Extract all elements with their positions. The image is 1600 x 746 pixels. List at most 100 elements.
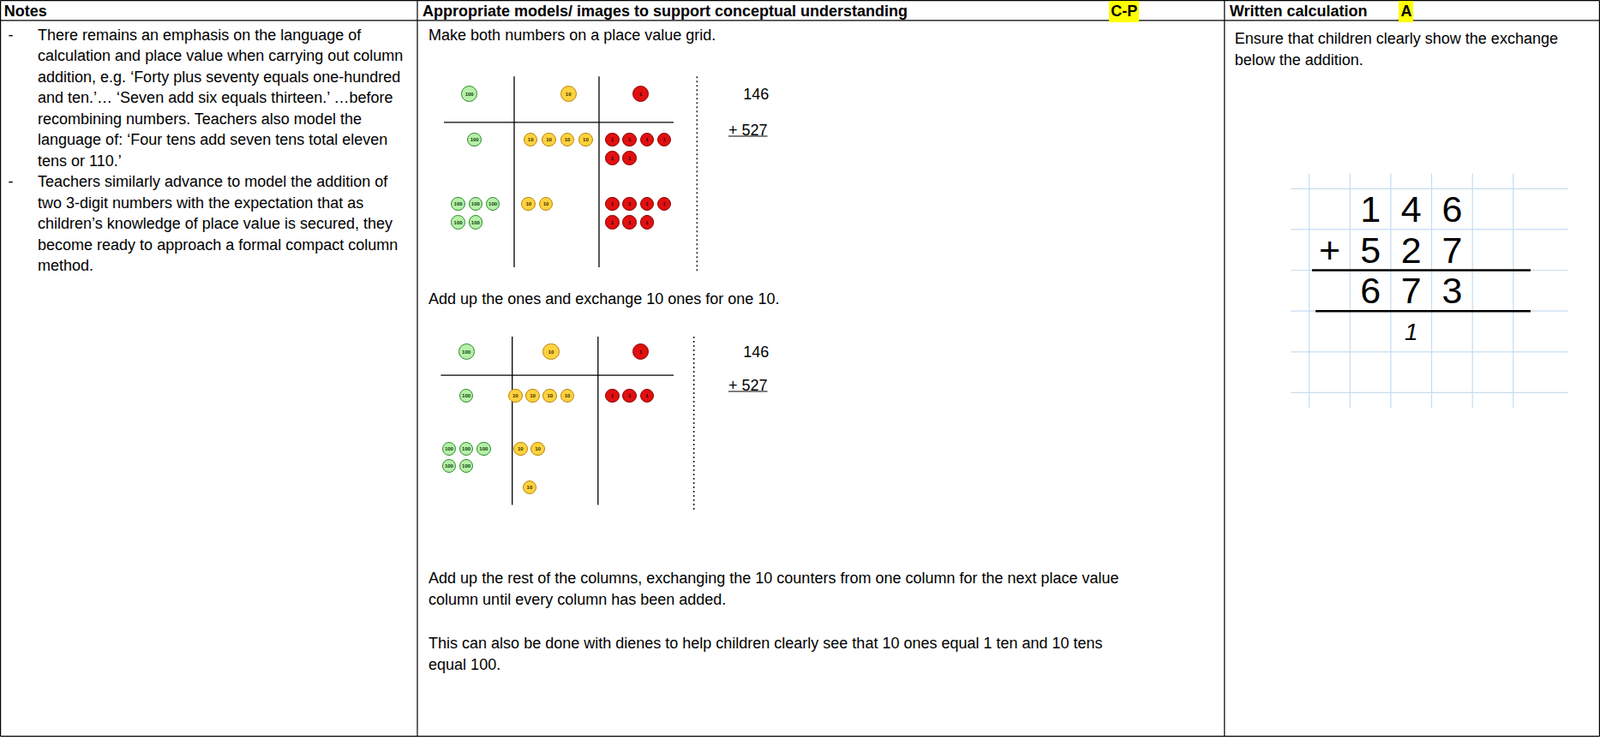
counter-value: 1	[611, 201, 614, 207]
counter-value: 100	[471, 220, 480, 226]
written-sign: +	[1318, 228, 1341, 271]
header-cell: Appropriate models/ images to support co…	[417, 0, 1225, 21]
instruction-text: Ensure that children clearly show the ex…	[1234, 28, 1572, 71]
counter-value: 100	[465, 91, 474, 97]
header-cell: Notes	[0, 0, 418, 21]
ones-counter: 1	[605, 150, 620, 166]
counter-value: 100	[444, 463, 454, 469]
hundreds-counter: 100	[461, 85, 478, 102]
hundreds-counter: 100	[468, 215, 484, 230]
counter-value: 10	[534, 446, 541, 452]
written-digit: 4	[1401, 188, 1422, 231]
counter-value: 10	[525, 201, 532, 207]
grid-line	[597, 336, 599, 505]
counter-value: 1	[611, 137, 614, 143]
bullet-mark: -	[8, 171, 14, 193]
counter-value: 1	[628, 137, 631, 143]
counter-value: 1	[628, 220, 631, 226]
tens-counter: 10	[523, 132, 539, 148]
counter-value: 10	[582, 137, 589, 143]
counter-value: 1	[645, 220, 648, 226]
ones-counter: 1	[657, 197, 672, 212]
counter-value: 1	[639, 91, 642, 97]
ones-counter: 1	[640, 389, 655, 404]
counter-value: 1	[639, 349, 642, 355]
counter-value: 10	[527, 485, 534, 491]
written-digit: 1	[1360, 188, 1381, 231]
tens-counter: 10	[560, 132, 576, 148]
tens-counter: 10	[525, 389, 540, 404]
ones-counter: 1	[605, 389, 620, 404]
written-digit: 6	[1441, 188, 1463, 231]
counter-value: 100	[461, 446, 471, 452]
dotted-divider	[693, 336, 695, 510]
answer-line	[1315, 310, 1531, 313]
grid-line	[511, 336, 513, 505]
carried-digit: 1	[1404, 318, 1419, 347]
counter-value: 10	[512, 393, 519, 399]
hundreds-counter: 100	[459, 389, 474, 404]
table-border	[0, 736, 1600, 738]
counter-value: 100	[461, 393, 471, 399]
counter-value: 1	[662, 137, 666, 143]
hundreds-counter: 100	[450, 215, 466, 230]
tens-counter: 10	[541, 132, 557, 148]
hundreds-counter: 100	[467, 132, 482, 148]
hundreds-counter: 100	[450, 197, 466, 212]
counter-value: 1	[611, 393, 614, 399]
number-label: 146	[743, 84, 769, 103]
bullet-mark: -	[8, 24, 14, 47]
ones-counter: 1	[640, 215, 655, 230]
notes-cell: There remains an emphasis on the languag…	[0, 20, 418, 738]
counter-value: 100	[471, 201, 480, 207]
written-digit: 5	[1360, 228, 1381, 271]
grid-line	[440, 375, 674, 377]
counter-value: 100	[488, 201, 498, 207]
counter-value: 100	[454, 201, 463, 207]
ones-counter: 1	[605, 215, 620, 230]
ones-counter: 1	[622, 150, 637, 166]
grid-line	[513, 76, 515, 268]
squared-paper	[1290, 173, 1569, 408]
instruction-text: Add up the ones and exchange 10 ones for…	[428, 288, 1205, 311]
hundreds-counter: 100	[459, 442, 474, 457]
grid-line	[443, 121, 674, 123]
tens-counter: 10	[542, 389, 558, 404]
tens-counter: 10	[560, 85, 577, 102]
number-label: 146	[743, 342, 769, 361]
hundreds-counter: 100	[485, 197, 501, 212]
counter-value: 10	[527, 137, 534, 143]
counter-value: 1	[628, 393, 631, 399]
hundreds-counter: 100	[468, 197, 484, 212]
counter-value: 1	[628, 201, 631, 207]
counter-value: 100	[479, 446, 488, 452]
counter-value: 10	[565, 91, 572, 97]
table-border	[0, 0, 1, 738]
counter-value: 1	[662, 201, 666, 207]
grid-line	[598, 76, 600, 268]
counter-value: 1	[645, 137, 648, 143]
number-label: + 527	[728, 377, 768, 396]
counter-value: 100	[461, 463, 471, 469]
counter-value: 1	[645, 393, 648, 399]
counter-value: 100	[444, 446, 454, 452]
counter-value: 1	[628, 155, 631, 162]
hundreds-counter: 100	[442, 459, 457, 474]
column-heading: Notes	[4, 0, 48, 23]
ones-counter: 1	[622, 197, 637, 212]
stage-tag: A	[1398, 0, 1414, 23]
counter-value: 1	[611, 155, 614, 162]
counter-value: 10	[564, 393, 571, 399]
counter-value: 10	[546, 393, 553, 399]
ones-counter: 1	[632, 343, 649, 360]
table-border	[416, 0, 418, 738]
hundreds-counter: 100	[476, 442, 492, 457]
tens-counter: 10	[513, 442, 528, 457]
tens-counter: 10	[578, 132, 594, 148]
written-digit: 6	[1360, 269, 1381, 312]
counter-value: 100	[454, 220, 463, 226]
hundreds-counter: 100	[459, 459, 474, 474]
tens-counter: 10	[560, 389, 576, 404]
counter-value: 1	[645, 201, 648, 207]
counter-value: 10	[543, 201, 550, 207]
